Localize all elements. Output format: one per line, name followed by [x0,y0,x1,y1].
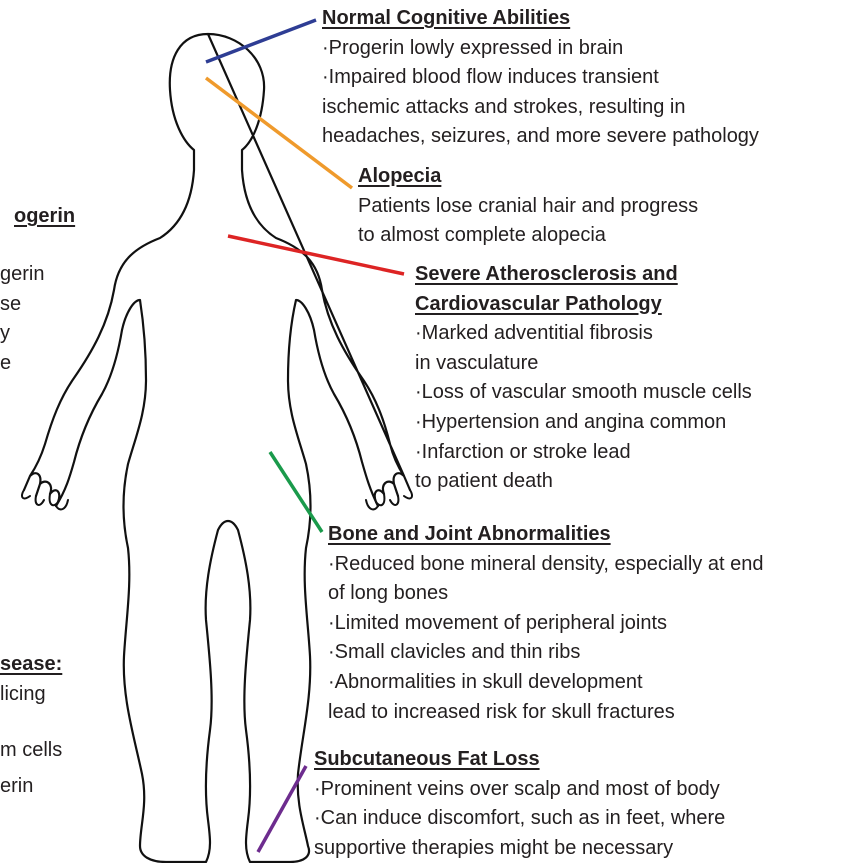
bone-line: ·Abnormalities in skull development [328,668,763,698]
bone-section: Bone and Joint Abnormalities ·Reduced bo… [328,520,763,727]
bone-line: ·Small clavicles and thin ribs [328,638,763,668]
fat-heading: Subcutaneous Fat Loss [314,745,725,775]
bone-line: ·Limited movement of peripheral joints [328,609,763,639]
fat-section: Subcutaneous Fat Loss ·Prominent veins o… [314,745,725,863]
cognitive-line: ·Progerin lowly expressed in brain [322,34,759,64]
left-disease-line-1: licing [0,680,46,710]
cardio-line: ·Infarction or stroke lead [415,438,752,468]
cardio-line: in vasculature [415,349,752,379]
cardio-heading-line: Cardiovascular Pathology [415,290,752,320]
bone-pointer-line [270,452,322,532]
left-disease-line-3: erin [0,772,33,802]
cognitive-line: headaches, seizures, and more severe pat… [322,122,759,152]
cardio-heading-line: Severe Atherosclerosis and [415,260,752,290]
left-disease-line-2: m cells [0,736,62,766]
cognitive-line: ·Impaired blood flow induces transient [322,63,759,93]
cognitive-section: Normal Cognitive Abilities ·Progerin low… [322,4,759,152]
bone-heading: Bone and Joint Abnormalities [328,520,763,550]
fat-line: supportive therapies might be necessary [314,834,725,863]
alopecia-line: Patients lose cranial hair and progress [358,192,698,222]
cardio-line: ·Hypertension and angina common [415,408,752,438]
cardio-section: Severe Atherosclerosis and Cardiovascula… [415,260,752,497]
alopecia-section: Alopecia Patients lose cranial hair and … [358,162,698,251]
body-outline [24,34,410,862]
cognitive-pointer-line [206,20,316,62]
alopecia-heading: Alopecia [358,162,698,192]
cognitive-heading: Normal Cognitive Abilities [322,4,759,34]
bone-line: lead to increased risk for skull fractur… [328,698,763,728]
alopecia-line: to almost complete alopecia [358,221,698,251]
cardio-line: ·Loss of vascular smooth muscle cells [415,378,752,408]
fat-line: ·Prominent veins over scalp and most of … [314,775,725,805]
left-progerin-text-fragment: gerin se y e [0,260,44,378]
fat-line: ·Can induce discomfort, such as in feet,… [314,804,725,834]
left-hand-fingers [22,490,68,509]
left-progerin-heading-fragment: ogerin [14,202,75,232]
cognitive-line: ischemic attacks and strokes, resulting … [322,93,759,123]
bone-line: of long bones [328,579,763,609]
left-disease-heading-fragment: sease: [0,650,62,680]
cardio-line: ·Marked adventitial fibrosis [415,319,752,349]
cardio-line: to patient death [415,467,752,497]
bone-line: ·Reduced bone mineral density, especiall… [328,550,763,580]
